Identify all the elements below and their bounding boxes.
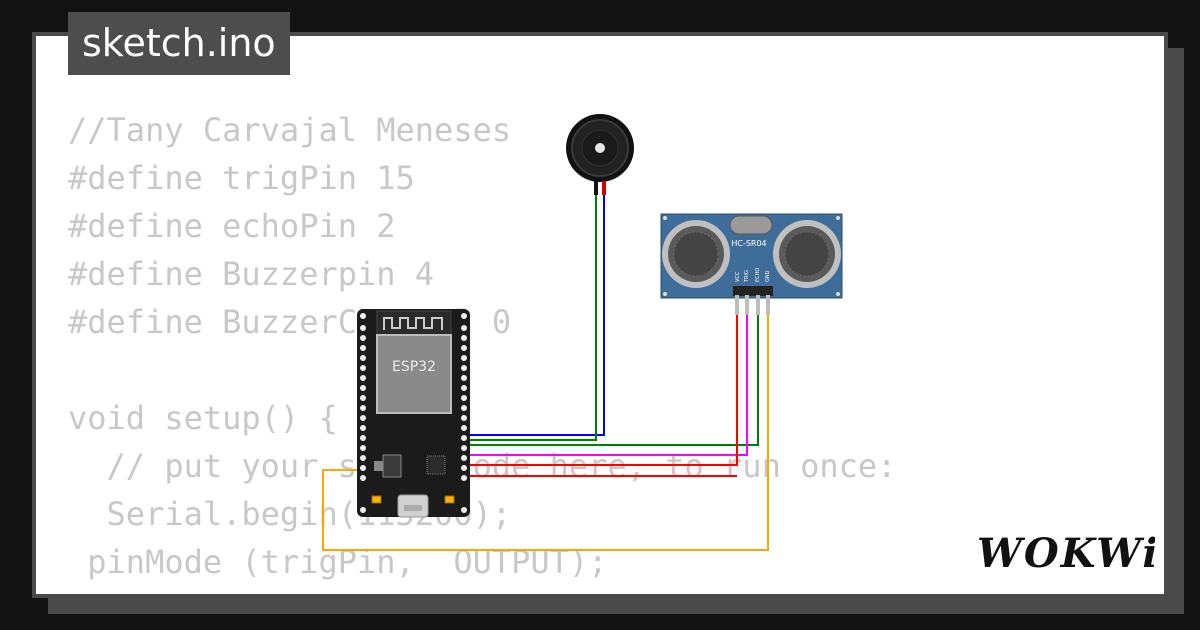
right-header-pins xyxy=(461,313,467,513)
wires xyxy=(322,185,769,551)
sensor-pin-label: VCC xyxy=(735,271,741,282)
code-line: #define trigPin 15 xyxy=(68,159,415,197)
esp32-board[interactable]: ESP32 xyxy=(357,309,470,518)
ultrasonic-sensor[interactable]: HC-SR04 VCC TRIG ECHO GND xyxy=(660,213,843,315)
board-label: ESP32 xyxy=(392,359,436,375)
sensor-pin-label: ECHO xyxy=(755,268,761,282)
sensor-pin-label: TRIG xyxy=(744,270,750,283)
buzzer[interactable] xyxy=(566,114,634,195)
wokwi-logo[interactable]: WOKWi xyxy=(975,525,1155,580)
wire-orange xyxy=(322,295,769,551)
wire-red-2 xyxy=(464,295,738,466)
logo-text: WOKWi xyxy=(977,530,1155,577)
code-line: //Tany Carvajal Meneses xyxy=(68,111,512,149)
code-line: #define Buzzerpin 4 xyxy=(68,255,435,293)
code-preview: //Tany Carvajal Meneses #define trigPin 1… xyxy=(68,106,896,594)
sensor-label: HC-SR04 xyxy=(731,239,766,248)
wire-magenta xyxy=(464,295,748,456)
code-line: pinMode (echoPin, INPUT); xyxy=(68,586,896,594)
code-line: #define echoPin 2 xyxy=(68,207,396,245)
sketch-filename-tab[interactable]: sketch.ino xyxy=(68,12,290,75)
code-line: void setup() { xyxy=(68,399,338,437)
wire-green-buzzer xyxy=(464,185,597,441)
wire-green-sensor xyxy=(464,295,759,446)
left-header-pins xyxy=(360,313,366,513)
sensor-pin-label: GND xyxy=(765,270,771,282)
wire-blue xyxy=(464,185,605,436)
